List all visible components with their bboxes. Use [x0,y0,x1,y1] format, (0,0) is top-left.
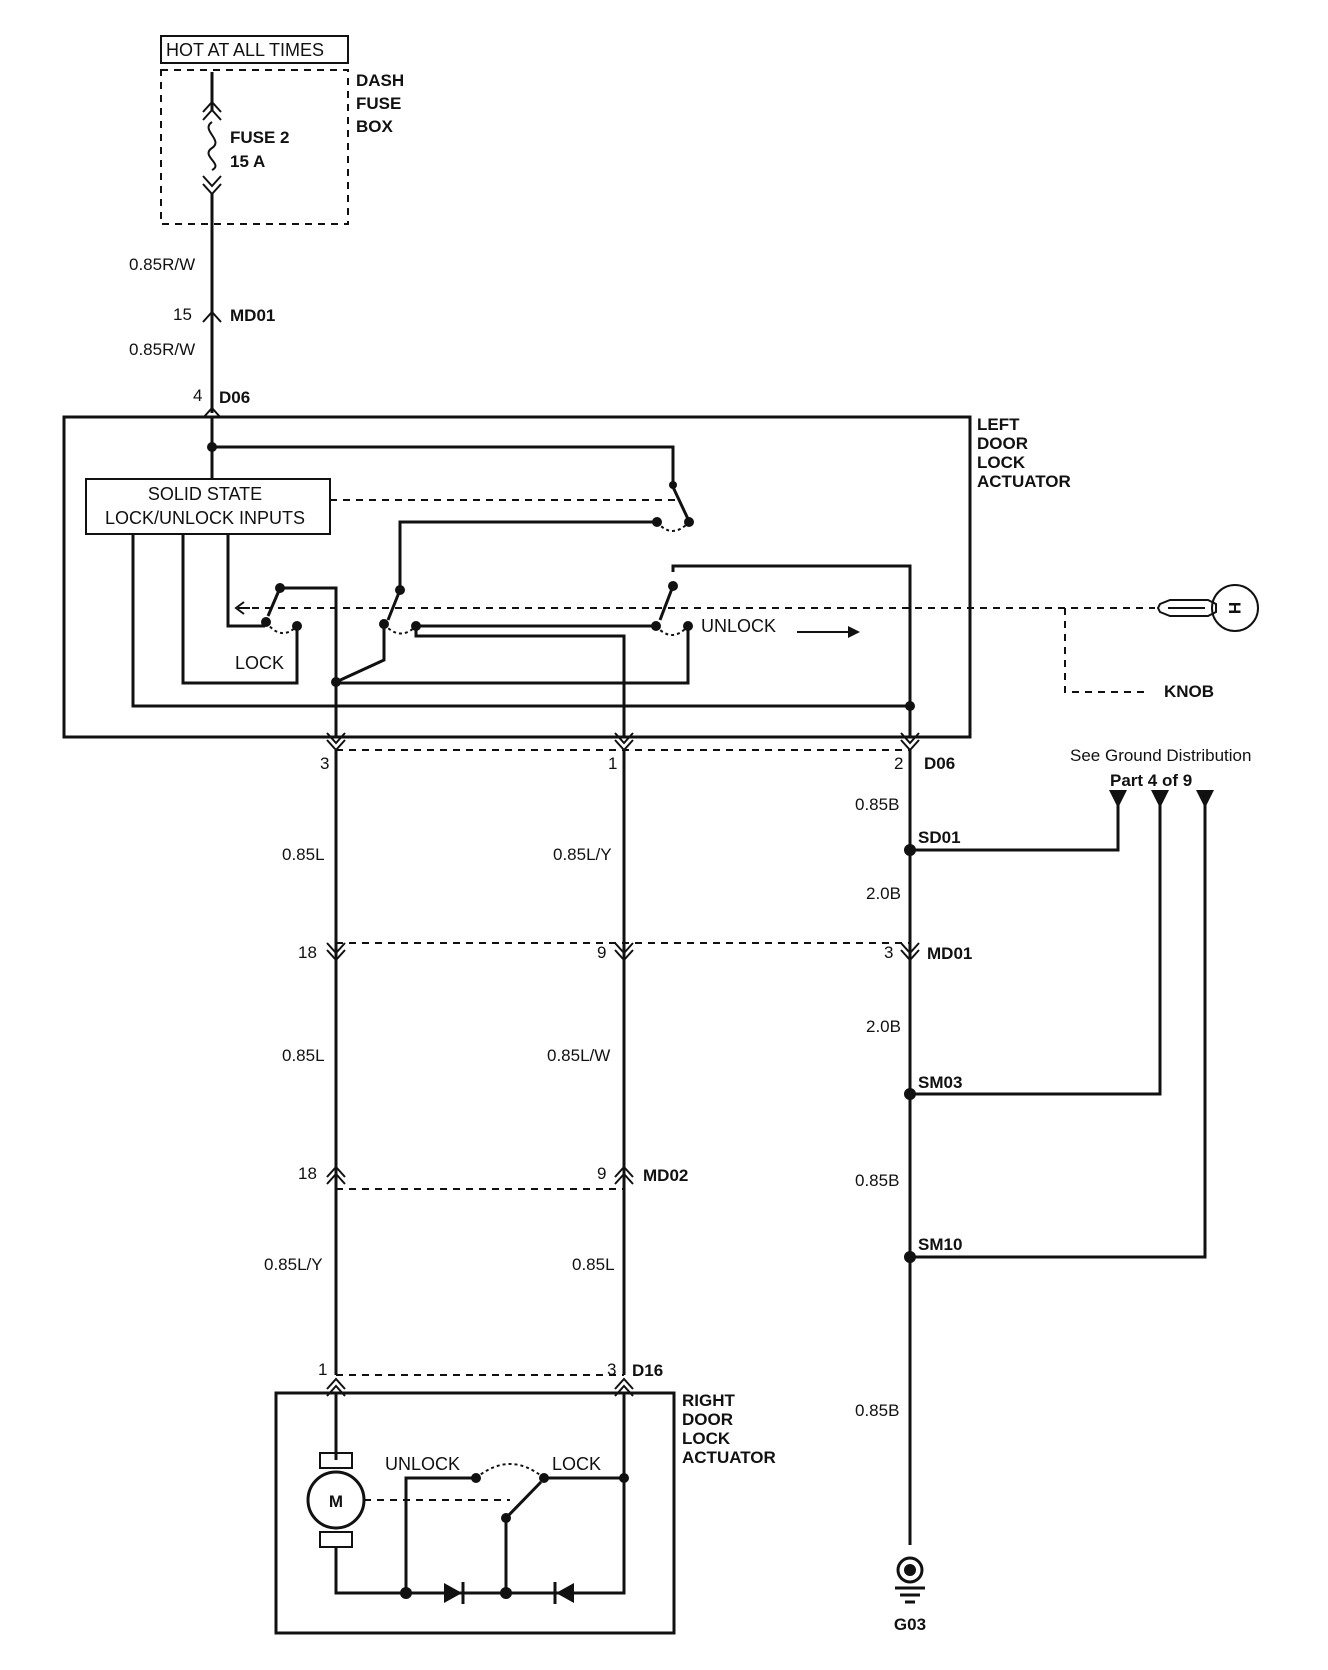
sd01-label: SD01 [918,828,961,847]
ground-distribution-note-1: See Ground Distribution [1070,746,1251,765]
md01-pin-c: 3 [884,943,893,962]
fuse-icon [207,121,217,171]
ground-distribution-marker-2-icon [1151,790,1169,808]
left-actuator-label-4: ACTUATOR [977,472,1071,491]
knob-label: KNOB [1164,682,1214,701]
left-door-actuator-box [62,415,972,739]
lock-label-right: LOCK [552,1454,601,1474]
power-label-box [160,35,349,64]
motor-label: M [329,1492,343,1511]
sm10-label: SM10 [918,1235,962,1254]
wire-label-c2: 2.0B [866,884,901,903]
left-actuator-label-3: LOCK [977,453,1026,472]
diode-left-icon [444,1583,462,1603]
d06-top-connector-icon [202,406,222,419]
fuse-top-connector-icon [202,100,222,121]
solid-state-label-2: LOCK/UNLOCK INPUTS [105,508,305,528]
md01-connector-c-icon [900,942,920,962]
wire-label-c1: 0.85B [855,795,899,814]
wire-label-b1: 0.85L/Y [553,845,612,864]
d06-top-pin: 4 [193,386,202,405]
unlock-label-left: UNLOCK [701,616,776,636]
d06-bottom-connector-label: D06 [924,754,955,773]
d16-pin-b: 3 [607,1360,616,1379]
md02-connector-b-icon [614,1165,634,1185]
right-door-actuator-box [274,1391,676,1635]
ground-distribution-marker-1-icon [1109,790,1127,808]
d06-pin-a: 3 [320,754,329,773]
md01-pin-b: 9 [597,943,606,962]
dash-fuse-box-label-1: DASH [356,71,404,90]
dash-fuse-box-label-2: FUSE [356,94,401,113]
right-actuator-label-4: ACTUATOR [682,1448,776,1467]
wire-label-top-2: 0.85R/W [129,340,195,359]
ground-distribution-note-2: Part 4 of 9 [1110,771,1192,790]
md02-pin-a: 18 [298,1164,317,1183]
md01-connector-b-icon [614,942,634,962]
md01-top-connector-icon [202,310,222,323]
wire-label-c5: 0.85B [855,1401,899,1420]
left-actuator-label-1: LEFT [977,415,1020,434]
ground-label: G03 [894,1615,926,1634]
key-letter: H [1225,602,1244,614]
mechanical-link-arrow-icon [234,601,250,615]
fuse-label-1: FUSE 2 [230,128,290,147]
wire-label-c3: 2.0B [866,1017,901,1036]
wire-label-b3: 0.85L [572,1255,615,1274]
right-actuator-label-3: LOCK [682,1429,731,1448]
power-label: HOT AT ALL TIMES [166,40,324,60]
d06-pin-c: 2 [894,754,903,773]
wire-label-b2: 0.85L/W [547,1046,610,1065]
ground-distribution-marker-3-icon [1196,790,1214,808]
dash-fuse-box-label-3: BOX [356,117,394,136]
wire-label-a1: 0.85L [282,845,325,864]
fuse-label-2: 15 A [230,152,265,171]
solid-state-label-1: SOLID STATE [148,484,262,504]
key-icon: H [1156,584,1259,632]
md01-pin-a: 18 [298,943,317,962]
solid-state-box [85,478,331,535]
md02-connector-a-icon [326,1165,346,1185]
d06-pin-b: 1 [608,754,617,773]
unlock-label-right: UNLOCK [385,1454,460,1474]
md01-top-pin: 15 [173,305,192,324]
wire-label-a3: 0.85L/Y [264,1255,323,1274]
sm03-label: SM03 [918,1073,962,1092]
d06-top-connector-label: D06 [219,388,250,407]
md01-connector-label: MD01 [927,944,972,963]
md01-top-connector-label: MD01 [230,306,275,325]
dash-fuse-box-outline [160,69,349,225]
fuse-bottom-connector-icon [202,175,222,196]
wire-label-a2: 0.85L [282,1046,325,1065]
d16-connector-label: D16 [632,1361,663,1380]
md02-pin-b: 9 [597,1164,606,1183]
right-actuator-label-2: DOOR [682,1410,733,1429]
diode-right-icon [556,1583,574,1603]
right-actuator-label-1: RIGHT [682,1391,736,1410]
d16-pin-a: 1 [318,1360,327,1379]
wire-label-c4: 0.85B [855,1171,899,1190]
md02-connector-label: MD02 [643,1166,688,1185]
md01-connector-a-icon [326,942,346,962]
left-actuator-label-2: DOOR [977,434,1028,453]
wire-label-top-1: 0.85R/W [129,255,195,274]
lock-label-left: LOCK [235,653,284,673]
ground-icon [895,1556,925,1604]
